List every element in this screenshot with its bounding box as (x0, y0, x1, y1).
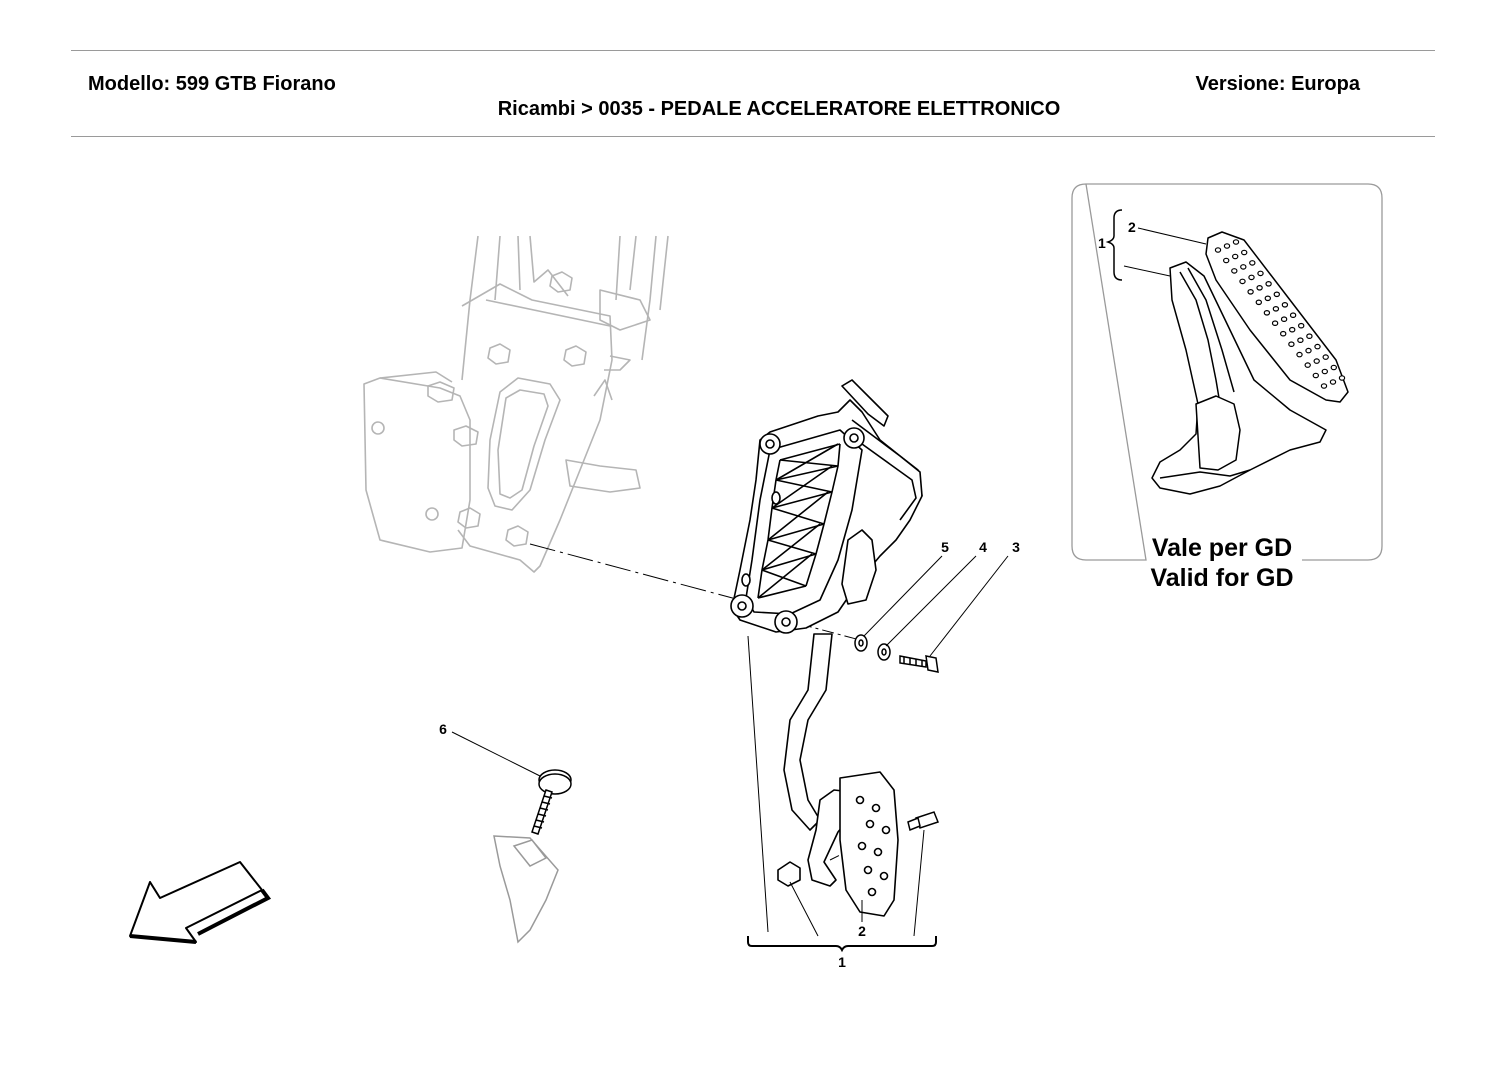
inset-pad-hole (1288, 341, 1295, 348)
inset-pad-hole (1271, 320, 1279, 327)
inset-pad-hole (1297, 337, 1304, 344)
inset-pad-hole (1321, 368, 1329, 375)
inset-pad-hole (1240, 249, 1248, 256)
inset-label-en: Valid for GD (1150, 564, 1293, 592)
arrow-down-left-icon (129, 861, 272, 944)
inset-panel: 2 1 Vale per GD Valid for GD (1071, 183, 1383, 592)
inset-pad-hole (1322, 354, 1329, 360)
inset-pad-hole (1281, 301, 1289, 308)
inset-label-it: Vale per GD (1152, 534, 1292, 562)
page-title: Ricambi > 0035 - PEDALE ACCELERATORE ELE… (497, 98, 1061, 120)
inset-pad-hole (1314, 343, 1321, 350)
inset-pad-dots (1214, 239, 1346, 389)
inset-pad-hole (1264, 295, 1272, 302)
header-top-rule (71, 50, 1435, 51)
inset-callout-1: 1 (1098, 235, 1106, 251)
inset-pad-hole (1289, 312, 1297, 319)
header-bottom-rule (71, 136, 1435, 137)
inset-pad-hole (1231, 253, 1239, 260)
inset-pad-hole (1313, 358, 1320, 364)
inset-pad-hole (1222, 257, 1230, 264)
inset-pad-hole (1279, 330, 1287, 337)
inset-pad-hole (1296, 351, 1303, 358)
inset-pad-hole (1240, 264, 1247, 270)
carpet-fastener (493, 769, 572, 944)
inset-pad-hole (1304, 362, 1311, 368)
inset-pad-hole (1248, 274, 1255, 281)
inset-pad-hole (1249, 260, 1256, 266)
inset-pad-hole (1306, 333, 1313, 340)
inset-pad-hole (1288, 326, 1296, 333)
callout-6: 6 (439, 721, 447, 737)
model-label: Modello: 599 GTB Fiorano (88, 73, 336, 95)
inset-pad-hole (1231, 268, 1238, 274)
inset-pad-hole (1255, 299, 1263, 306)
callout-4: 4 (979, 539, 987, 555)
inset-pedal-drawing (1151, 231, 1349, 495)
callout-3: 3 (1012, 539, 1020, 555)
inset-pad-hole (1338, 375, 1346, 381)
version-label: Versione: Europa (1195, 73, 1361, 95)
callout-numbers: 5 4 3 6 2 1 (439, 539, 1020, 970)
callout-2: 2 (858, 923, 866, 939)
leader-lines (451, 555, 1009, 953)
inset-pad-hole (1214, 247, 1222, 253)
inset-pad-hole (1329, 379, 1337, 385)
callout-1: 1 (838, 954, 846, 970)
inset-pad-hole (1223, 243, 1231, 249)
inset-pad-hole (1263, 309, 1271, 316)
inset-pad-hole (1239, 278, 1246, 285)
mounting-bracket-ghost (363, 235, 669, 573)
inset-pad-hole (1330, 364, 1338, 371)
inset-pad-hole (1312, 372, 1320, 379)
inset-pad-hole (1265, 280, 1272, 287)
inset-pad-hole (1305, 347, 1312, 354)
callout-5: 5 (941, 539, 949, 555)
inset-pad-hole (1320, 383, 1328, 389)
pedal-assembly (730, 379, 923, 917)
inset-pad-hole (1272, 305, 1280, 312)
inset-pad-hole (1257, 270, 1264, 277)
inset-pad-hole (1247, 288, 1254, 295)
hardware-parts (854, 634, 939, 832)
inset-pad-hole (1297, 322, 1305, 329)
inset-pad-hole (1232, 239, 1240, 245)
inset-pad-hole (1280, 316, 1288, 323)
inset-callout-2: 2 (1128, 219, 1136, 235)
inset-pad-hole (1273, 291, 1281, 298)
inset-pad-hole (1256, 284, 1263, 291)
